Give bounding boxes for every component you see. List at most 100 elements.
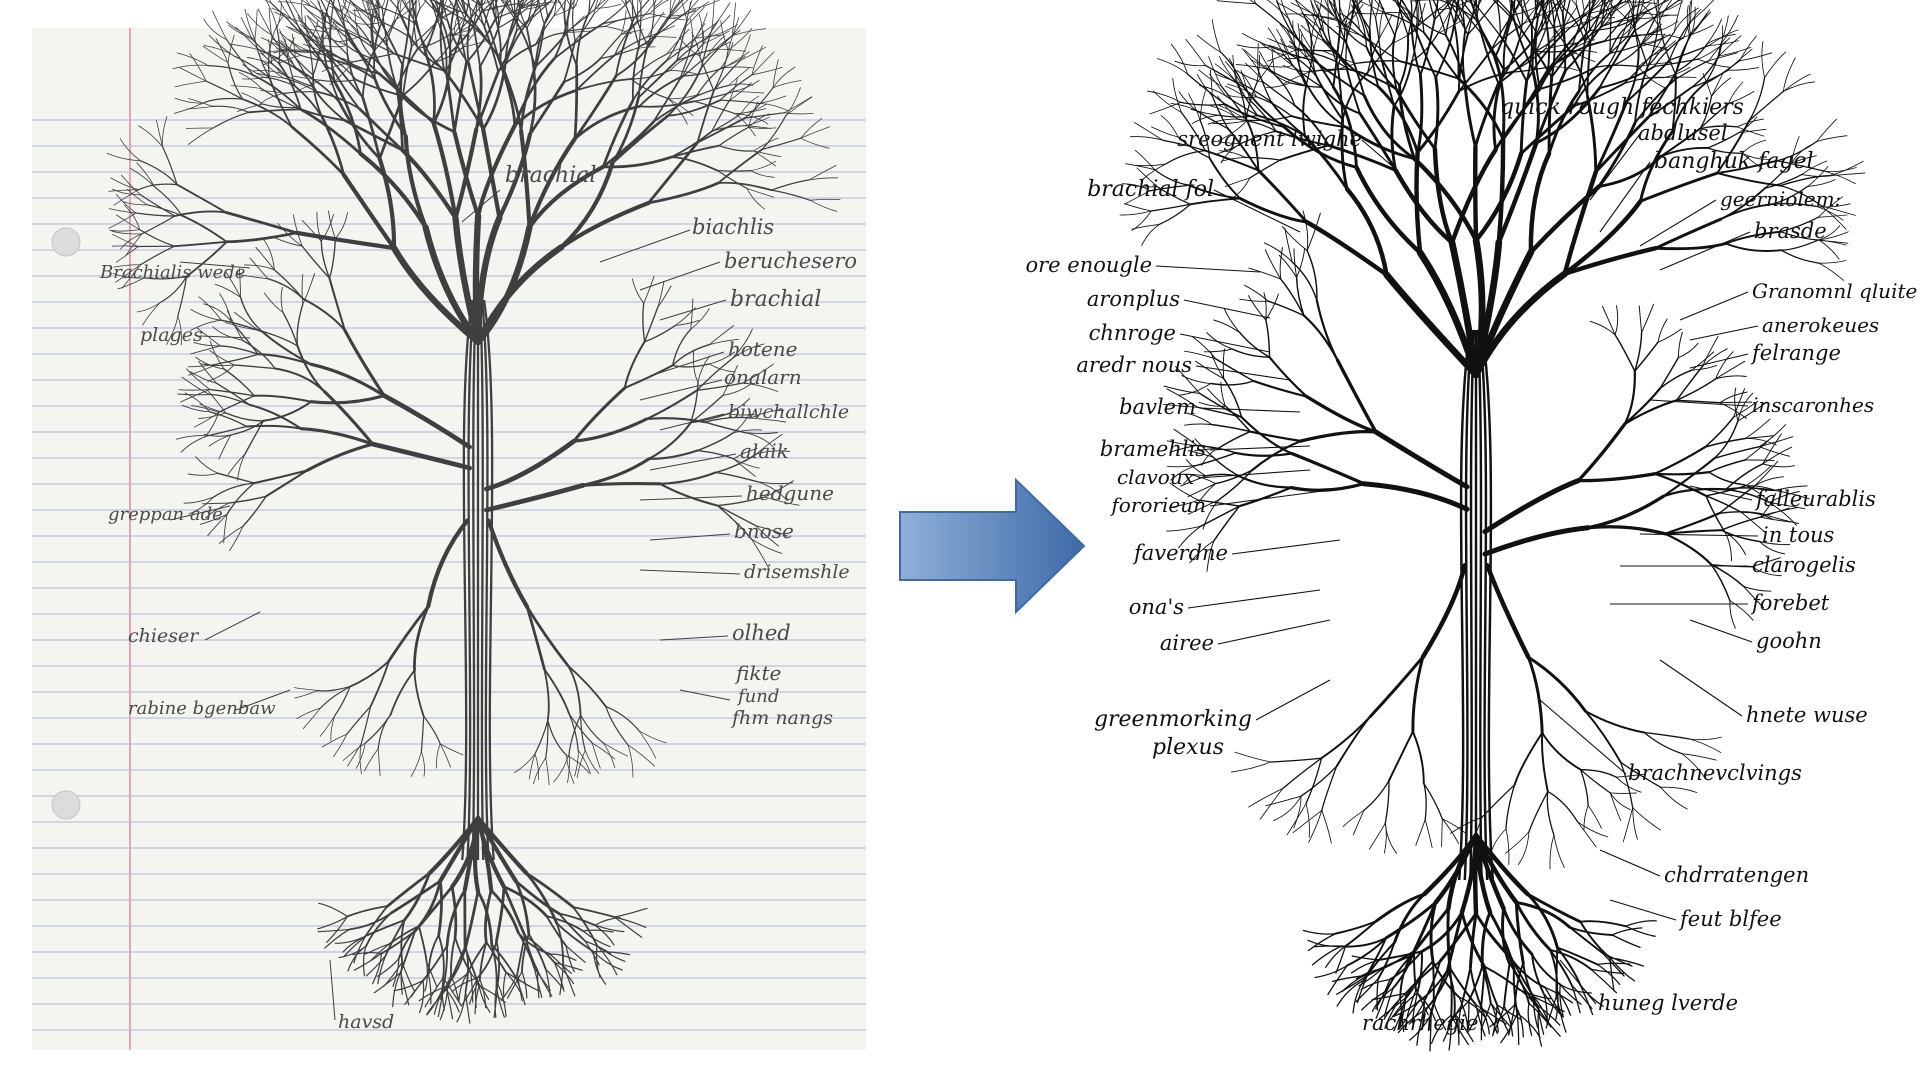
ink-branch: [1216, 95, 1238, 120]
ink-branch: [1374, 892, 1426, 923]
ink-branch: [1445, 0, 1455, 36]
ink-branch: [1280, 278, 1305, 317]
pencil-branch: [538, 0, 547, 8]
ink-branch: [1219, 51, 1245, 88]
ink-branch: [1428, 0, 1436, 21]
ink-branch: [1609, 3, 1635, 27]
pencil-branch: [322, 390, 375, 446]
pencil-branch: [108, 212, 137, 229]
ink-branch: [1528, 151, 1552, 255]
pencil-branch: [349, 659, 390, 688]
ink-branch: [1531, 953, 1562, 986]
ink-branch: [1265, 319, 1271, 358]
ink-branch: [1265, 82, 1291, 88]
diagram-label: chnroge: [1089, 321, 1176, 345]
ink-branch: [1248, 267, 1282, 280]
pencil-branch: [301, 297, 346, 332]
ink-branch: [1170, 464, 1198, 481]
pencil-branch: [670, 0, 684, 17]
ink-branch: [1562, 0, 1566, 14]
pencil-branch: [279, 32, 302, 51]
ink-branch: [1541, 731, 1549, 793]
pencil-branch: [354, 8, 359, 32]
ink-branch: [1245, 62, 1265, 83]
ink-branch: [1388, 730, 1414, 782]
ink-branch: [1541, 4, 1566, 45]
pencil-branch: [399, 0, 402, 14]
pencil-branch: [755, 525, 789, 537]
ink-branch: [1422, 832, 1479, 897]
ink-branch: [1725, 487, 1776, 492]
pencil-branch: [241, 76, 265, 80]
ink-branch: [1185, 459, 1207, 477]
pencil-branch: [413, 605, 430, 672]
ink-branch: [1708, 29, 1739, 46]
pencil-branch: [696, 432, 733, 452]
ink-branch: [1453, 22, 1460, 80]
pencil-branch: [348, 912, 393, 931]
pencil-branch: [320, 685, 351, 709]
pencil-branch: [689, 0, 721, 11]
pencil-branch: [631, 0, 634, 21]
ink-branch: [1445, 0, 1455, 25]
pencil-branch: [731, 2, 736, 36]
ink-branch: [1376, 977, 1379, 1011]
ink-branch: [1550, 66, 1579, 71]
pencil-branch: [303, 5, 326, 26]
ink-branch: [1331, 85, 1358, 169]
pencil-branch: [547, 719, 568, 756]
ink-branch: [1720, 15, 1729, 45]
pencil-branch: [176, 52, 209, 66]
ink-branch: [1653, 0, 1658, 14]
pencil-branch: [599, 33, 622, 60]
ink-branch: [1653, 471, 1711, 476]
pencil-branch: [502, 0, 508, 5]
pencil-branch: [229, 525, 244, 551]
ink-branch: [1791, 155, 1817, 164]
pencil-branch: [678, 56, 708, 81]
ink-branch: [1305, 394, 1378, 434]
ink-branch: [1647, 25, 1659, 68]
ink-branch: [1399, 60, 1460, 80]
pencil-branch: [527, 164, 606, 230]
ink-branch: [1196, 34, 1222, 53]
pencil-branch: [279, 0, 298, 25]
ink-branch: [1178, 91, 1197, 111]
pencil-branch: [572, 906, 616, 918]
ink-branch: [1415, 819, 1426, 846]
pencil-branch: [620, 10, 627, 35]
ink-branch: [1467, 0, 1476, 36]
pencil-branch: [348, 0, 380, 19]
pencil-branch: [643, 275, 655, 304]
ink-branch: [1342, 14, 1366, 38]
pencil-branch: [693, 100, 736, 115]
pencil-branch: [528, 753, 536, 780]
ink-branch: [1200, 505, 1241, 527]
pencil-branch: [461, 0, 470, 29]
pencil-branch: [229, 43, 260, 51]
pencil-branch: [808, 177, 839, 181]
ink-branch: [1208, 156, 1242, 200]
pencil-branch: [594, 924, 625, 933]
pencil-branch: [113, 264, 141, 268]
pencil-branch: [301, 0, 303, 23]
pencil-branch: [483, 26, 500, 73]
pencil-branch: [207, 364, 235, 382]
pencil-branch: [545, 915, 567, 947]
pencil-sketch-panel: Brachialis wede plages greppan ade chies…: [32, 0, 866, 1050]
ink-branch: [1707, 147, 1743, 154]
pencil-branch: [497, 8, 527, 29]
pencil-branch: [527, 932, 547, 971]
ink-branch: [1448, 1014, 1452, 1051]
pencil-branch: [514, 879, 561, 915]
pencil-branch: [740, 103, 768, 114]
ink-branch: [1496, 0, 1501, 37]
pencil-branch: [334, 24, 347, 46]
pencil-branch: [450, 885, 458, 939]
pencil-branch: [562, 39, 577, 84]
pencil-branch: [329, 6, 352, 20]
pencil-branch: [696, 449, 735, 460]
pencil-branch: [437, 879, 443, 937]
pencil-branch: [110, 177, 140, 191]
diagram-label: in tous: [1762, 523, 1835, 547]
